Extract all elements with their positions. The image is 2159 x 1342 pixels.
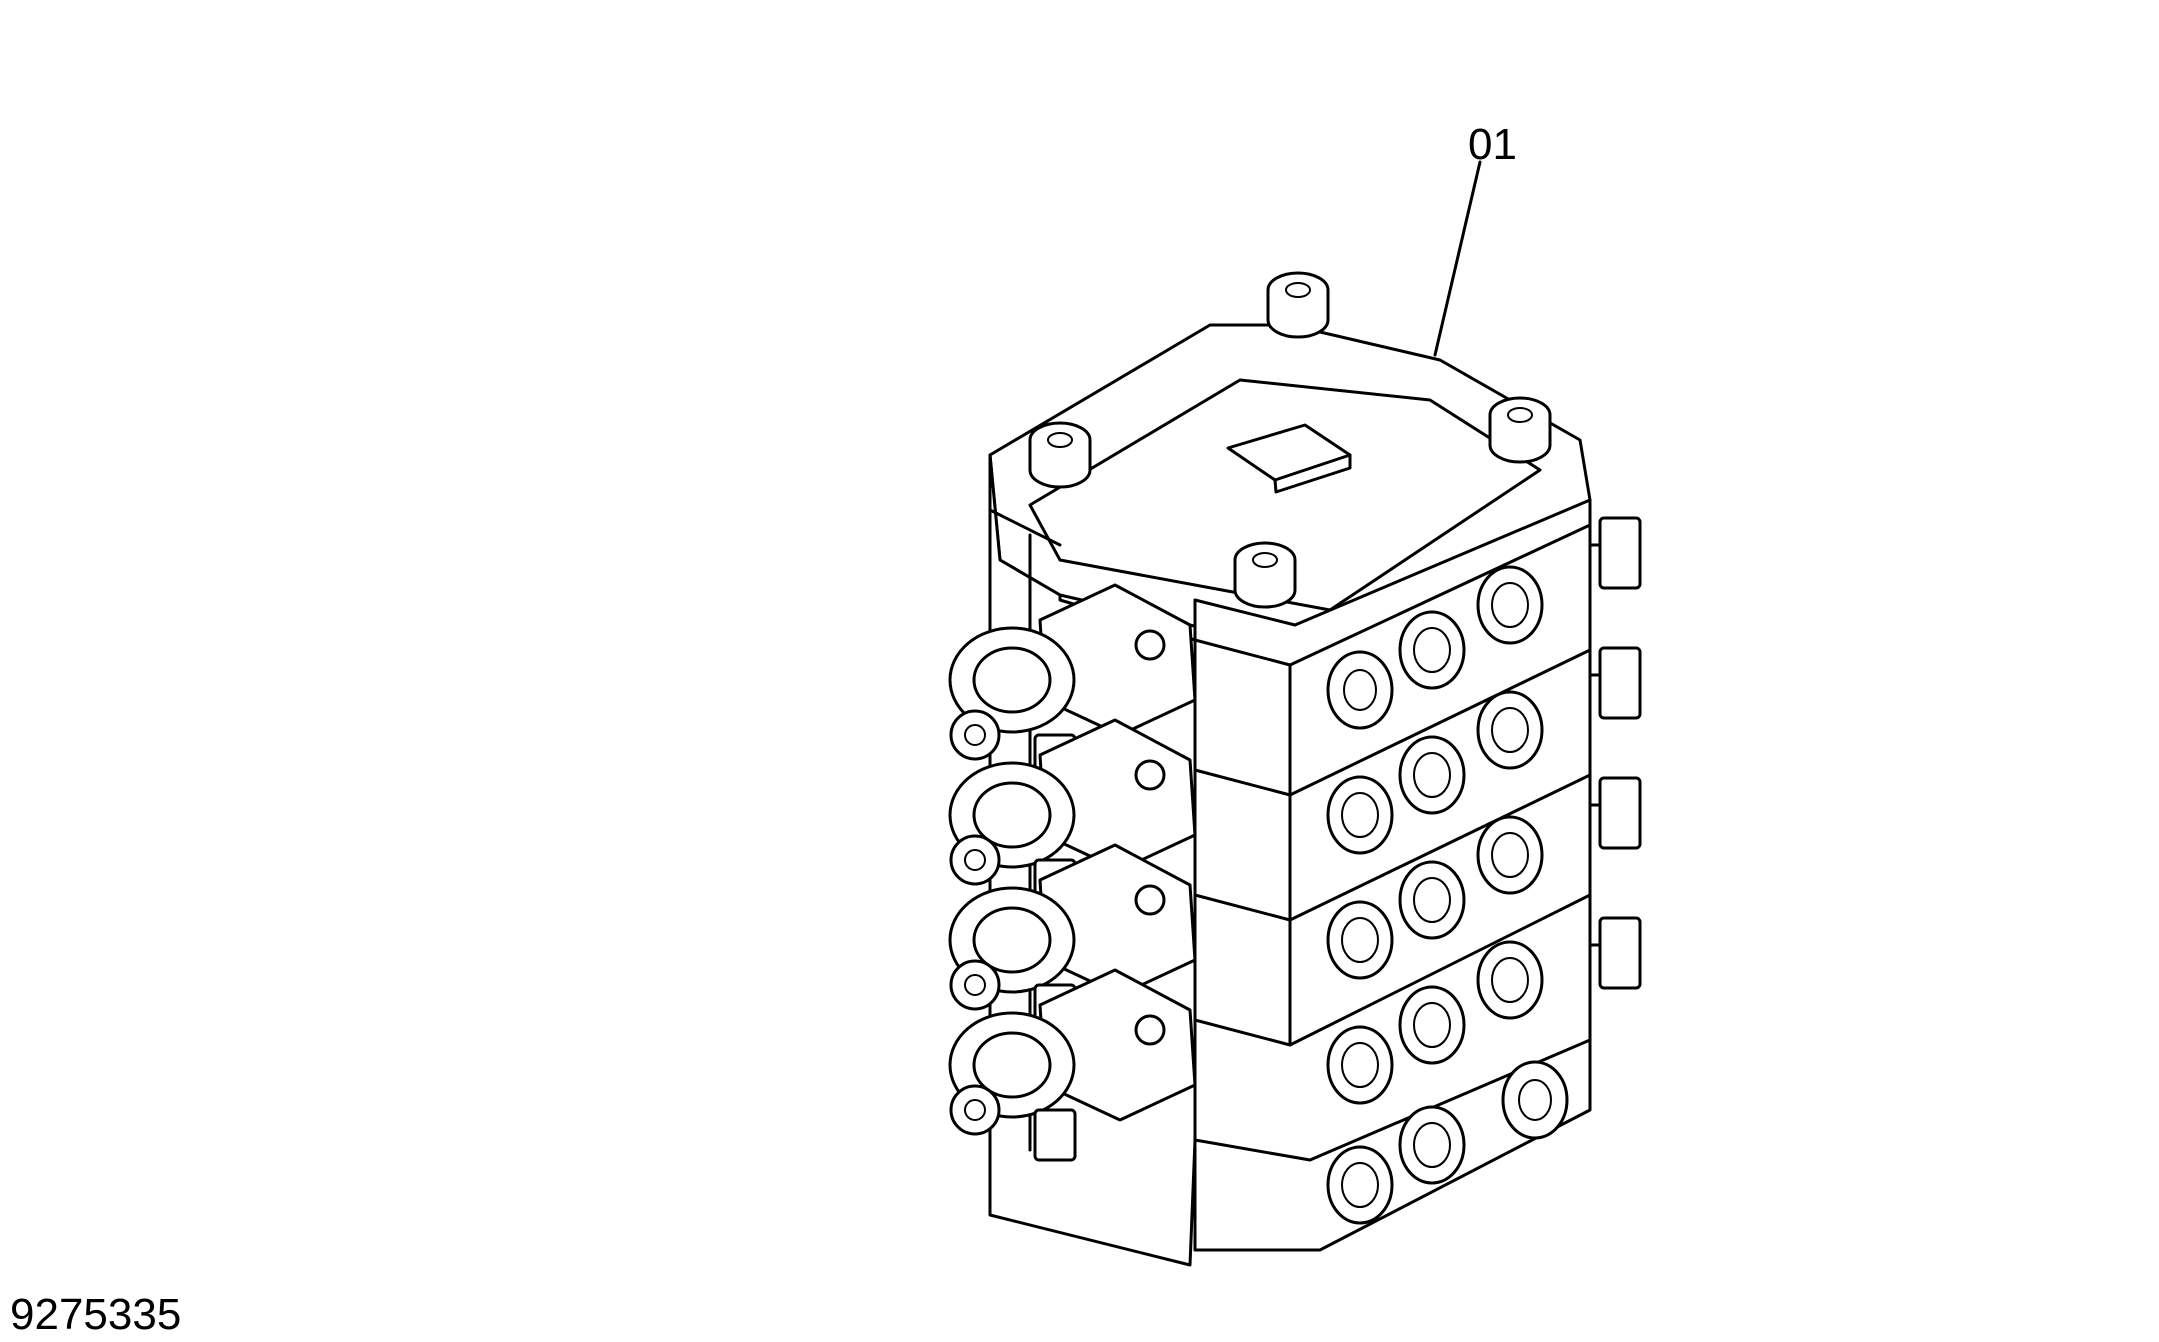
solenoid-coil-2	[948, 718, 1197, 912]
solenoid-coil-3	[948, 843, 1197, 1037]
cap-screw-top-left	[1028, 421, 1092, 489]
ports	[1326, 565, 1569, 1225]
valve-body-front-face	[1193, 498, 1592, 1252]
solenoid-coil-1	[948, 583, 1197, 787]
cap-screw-top-right	[1488, 396, 1552, 464]
electrical-connectors	[1588, 516, 1642, 990]
drawing-number: 9275335	[10, 1290, 182, 1339]
callout-leader-line	[1433, 160, 1482, 357]
cap-screw-top-back	[1266, 271, 1330, 339]
solenoid-coil-4	[948, 968, 1197, 1162]
cap-screw-top-front	[1233, 541, 1297, 609]
callout-label: 01	[1468, 120, 1517, 169]
